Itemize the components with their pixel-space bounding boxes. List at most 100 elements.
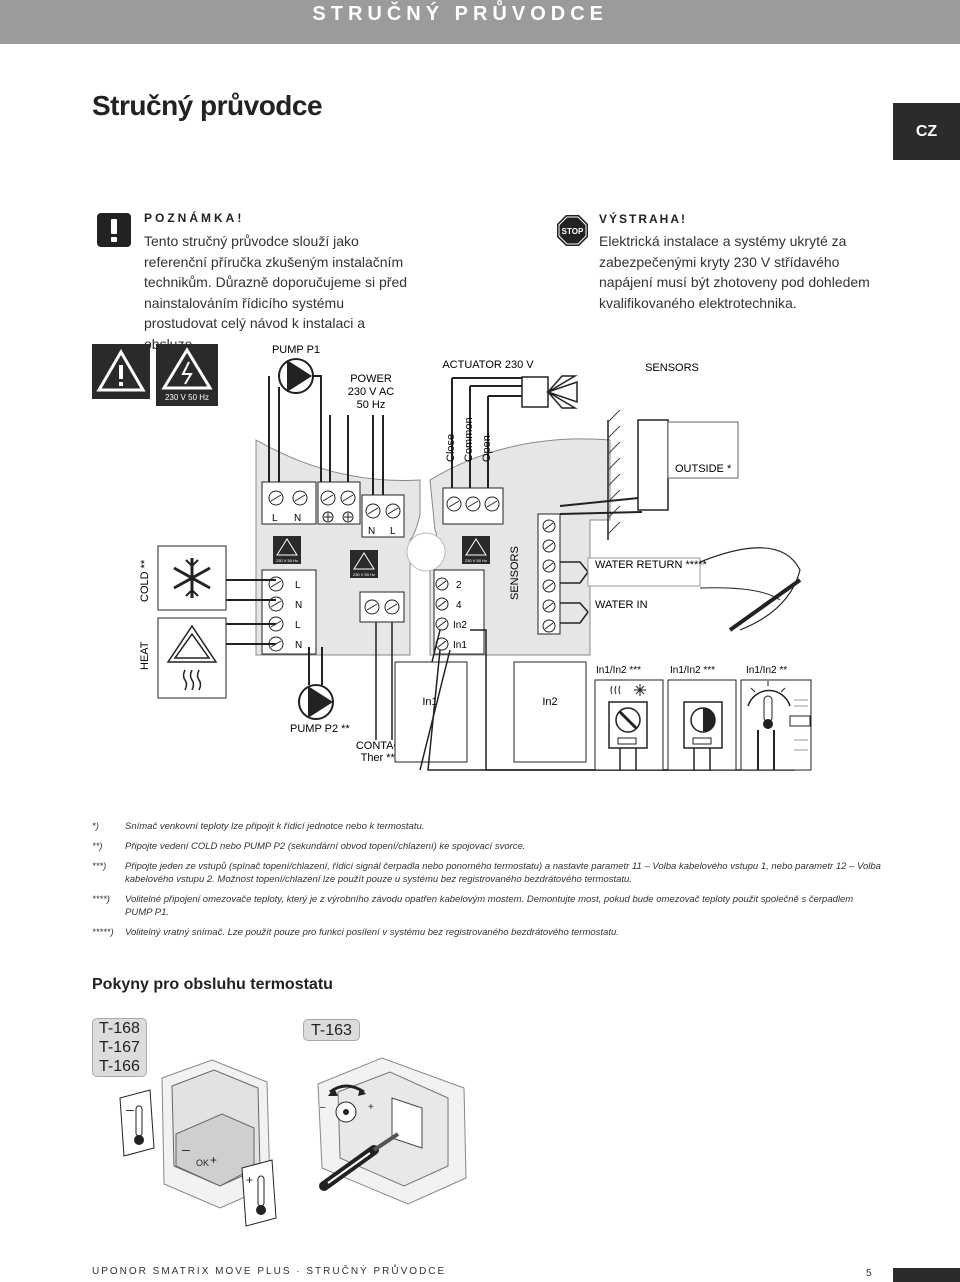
svg-text:–: – [182, 1141, 190, 1157]
relay-l1: L [295, 580, 301, 591]
header-bar [0, 0, 960, 44]
wiring-diagram: 230 V 50 Hz PUMP P1 POWER 230 V AC 50 Hz… [92, 344, 812, 771]
thermometer-minus-icon: – [119, 1089, 155, 1157]
terminal-block-earth [317, 481, 361, 525]
section-heading: Pokyny pro obsluhu termostatu [92, 976, 333, 993]
input-in2: In2 [453, 620, 467, 631]
footnote: ***)Připojte jeden ze vstupů (spínač top… [92, 861, 881, 885]
exclamation-icon [97, 213, 131, 247]
in2-box [513, 661, 587, 763]
power-label-1: POWER [350, 373, 392, 385]
cold-label: COLD ** [139, 559, 151, 602]
model-t163: T-163 [303, 1019, 360, 1041]
in2-label: In2 [542, 696, 557, 708]
immersion-thermostat-icon [747, 681, 811, 770]
power-label-3: 50 Hz [357, 399, 386, 411]
terminal-l2: L [390, 526, 396, 537]
terminal-block-nl: N L [361, 494, 405, 538]
sensors-label: SENSORS [645, 362, 699, 374]
model-t166: T-166 [99, 1058, 140, 1075]
high-voltage-icon: 230 V 50 Hz [156, 344, 218, 406]
input-in1: In1 [453, 640, 467, 651]
svg-text:+: + [368, 1102, 374, 1113]
switch-label-1: In1/In2 *** [596, 665, 641, 676]
stop-sign-icon: STOP [557, 215, 588, 246]
svg-text:+: + [210, 1153, 217, 1167]
terminal-n2: N [368, 526, 375, 537]
snowflake-icon [173, 558, 211, 598]
actuator-common-label: Common [463, 417, 475, 462]
actuator-close-label: Close [445, 434, 457, 462]
pump-p1-label: PUMP P1 [272, 344, 320, 356]
svg-text:230 V 50 Hz: 230 V 50 Hz [276, 558, 298, 563]
outside-sensor [637, 419, 669, 511]
warning-body: Elektrická instalace a systémy ukryté za… [599, 233, 870, 311]
relay-n2: N [295, 640, 302, 651]
sensors-terminal-block [537, 513, 561, 635]
warning-small-icon-2: 230 V 50 Hz [350, 550, 378, 578]
warning-small-icon-1: 230 V 50 Hz [273, 536, 301, 564]
warning-heading: VÝSTRAHA! [599, 212, 688, 226]
power-label-2: 230 V AC [348, 386, 395, 398]
svg-text:230 V 50 Hz: 230 V 50 Hz [353, 572, 375, 577]
water-return-label: WATER RETURN ***** [595, 559, 708, 571]
ok-button-label: OK [196, 1158, 209, 1168]
model-t167: T-167 [99, 1039, 140, 1056]
water-in-label: WATER IN [595, 599, 648, 611]
terminal-n: N [294, 513, 301, 524]
footer-text: UPONOR SMATRIX MOVE PLUS · STRUČNÝ PRŮVO… [92, 1266, 447, 1277]
input-4: 4 [456, 600, 462, 611]
thermostat-illustration: T-168 T-167 T-166 T-163 OK – + – + [92, 1018, 492, 1228]
relay-l2: L [295, 620, 301, 631]
footnotes: *)Snímač venkovní teploty lze připojit k… [92, 820, 882, 946]
footnote: *****)Volitelný vratný snímač. Lze použí… [92, 927, 619, 938]
note-heading: POZNÁMKA! [144, 211, 245, 225]
svg-text:230 V 50 Hz: 230 V 50 Hz [465, 558, 487, 563]
svg-text:–: – [320, 1102, 326, 1113]
note-body: Tento stručný průvodce slouží jako refer… [144, 233, 408, 352]
contact-terminal-block [359, 591, 405, 623]
model-t168: T-168 [99, 1020, 140, 1037]
outside-label: OUTSIDE * [675, 463, 732, 475]
footnote: *)Snímač venkovní teploty lze připojit k… [92, 821, 425, 832]
sensors-vertical-label: SENSORS [509, 546, 521, 600]
heat-icon [166, 624, 218, 691]
thermostat-t163-icon: – + [317, 1057, 467, 1205]
actuator-open-label: Open [481, 435, 493, 462]
language-tab: CZ [893, 103, 960, 160]
pump-p2-icon [298, 684, 334, 720]
hazard-label: 230 V 50 Hz [165, 393, 209, 402]
thermometer-plus-icon: + [241, 1159, 277, 1227]
screwdriver-icon [319, 1132, 400, 1191]
pump-signal-icon [683, 701, 723, 770]
switch-label-2: In1/In2 *** [670, 665, 715, 676]
valve-icon [545, 375, 578, 409]
footer-bar [893, 1268, 960, 1282]
hazard-warning-icon [92, 344, 150, 399]
actuator-label: ACTUATOR 230 V [442, 359, 534, 371]
terminal-block-ln: L N [261, 481, 317, 525]
terminal-l: L [272, 513, 278, 524]
thermostat-drawings: OK – + – + – + [119, 1057, 467, 1227]
pump-p1-icon [278, 358, 314, 394]
footnote: **)Připojte vedení COLD nebo PUMP P2 (se… [92, 841, 526, 852]
input-2: 2 [456, 580, 462, 591]
contact-label-2: Ther **** [361, 752, 405, 764]
input-terminal-block: 2 4 In2 In1 [433, 569, 485, 655]
actuator-body [521, 376, 549, 408]
pump-p2-label: PUMP P2 ** [290, 723, 350, 735]
svg-text:+: + [246, 1173, 253, 1187]
stop-icon-label: STOP [562, 227, 584, 236]
page-title: Stručný průvodce [92, 90, 323, 121]
heat-cool-switch-icon [608, 684, 648, 770]
model-list-left: T-168 T-167 T-166 [92, 1018, 147, 1077]
heat-label: HEAT [139, 641, 151, 670]
terminal-block-actuator [442, 487, 504, 525]
svg-text:–: – [126, 1101, 134, 1117]
header-title: STRUČNÝ PRŮVODCE [312, 3, 608, 25]
relay-terminal-block: L N L N [261, 569, 317, 655]
warning-small-icon-3: 230 V 50 Hz [462, 536, 490, 564]
page-number: 5 [866, 1268, 872, 1279]
switch-label-3: In1/In2 ** [746, 665, 787, 676]
relay-n1: N [295, 600, 302, 611]
